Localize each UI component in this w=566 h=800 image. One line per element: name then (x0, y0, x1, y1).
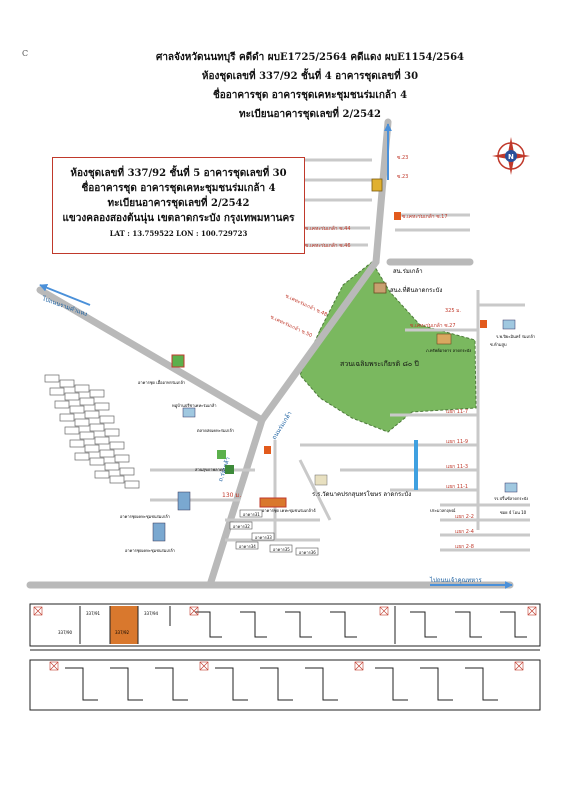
unit-target-label: 337/92 (115, 630, 130, 635)
floor-plan-stairs (33, 606, 537, 671)
svg-text:ซ.เคหะร่มเกล้า ซ.27: ซ.เคหะร่มเกล้า ซ.27 (410, 322, 456, 329)
info-line-1: ห้องชุดเลขที่ 337/92 ชั้นที่ 5 อาคารชุดเ… (70, 168, 287, 179)
canal (414, 440, 418, 490)
info-line-2: ชื่ออาคารชุด อาคารชุดเคหะชุมชนร่มเกล้า 4 (81, 183, 276, 194)
condo-tower-b (152, 522, 166, 542)
park-label: สวนเฉลิมพระเกียรติ ๘๐ ปี (340, 360, 419, 368)
svg-text:N: N (508, 153, 514, 161)
arrow-left (39, 283, 91, 306)
svg-text:ซ.เคหะร่มเกล้า ซ.17: ซ.เคหะร่มเกล้า ซ.17 (402, 213, 448, 220)
green-square-icon (171, 354, 185, 368)
svg-text:อาคาร31: อาคาร31 (243, 512, 260, 517)
svg-text:แยก 11-3: แยก 11-3 (446, 464, 468, 470)
right-label-4: รร.ปริ้นซ์ลาดกระบัง (494, 494, 528, 501)
station-label: สน.ร่มเกล้า (393, 268, 423, 275)
clinic-icon (502, 319, 516, 330)
land-office-icon (373, 282, 387, 294)
minor-roads (150, 158, 530, 552)
corner-mark: C (22, 49, 29, 58)
land-office-label: สนง.ที่ดินลาดกระบัง (390, 286, 442, 294)
svg-text:ซ.เคหะร่มเกล้า ซ.50: ซ.เคหะร่มเกล้า ซ.50 (269, 313, 313, 339)
header-line-4: ทะเบียนอาคารชุดเลขที่ 2/2542 (239, 109, 381, 120)
health-icon (217, 450, 226, 459)
svg-text:แยก 11-1: แยก 11-1 (446, 484, 468, 490)
numbered-buildings: อาคาร31 อาคาร32 อาคาร33 อาคาร34 อาคาร35 … (229, 509, 319, 556)
info-line-3: ทะเบียนอาคารชุดเลขที่ 2/2542 (107, 198, 250, 209)
info-line-4: แขวงคลองสองต้นนุ่น เขตลาดกระบัง กรุงเทพม… (62, 213, 295, 224)
label-health-park: สวนสุขภาพลาดกระบัง (195, 467, 234, 473)
right-label-6: ประมวลกฤษณ์ (430, 508, 456, 513)
tree-icon (225, 465, 234, 474)
header-line-3: ชื่ออาคารชุด อาคารชุดเคหะชุมชนร่มเกล้า 4 (212, 90, 408, 101)
park-area (299, 261, 477, 433)
svg-text:ซ.เคหะร่มเกล้า ซ.48: ซ.เคหะร่มเกล้า ซ.48 (284, 292, 328, 318)
svg-text:อาคาร35: อาคาร35 (273, 547, 290, 552)
svg-text:แยก 2-4: แยก 2-4 (455, 529, 474, 535)
info-latlon: LAT : 13.759522 LON : 100.729723 (109, 229, 248, 238)
unit-c-label: 337/90 (58, 630, 73, 635)
label-condo-b: อาคารชุดเคหะชุมชนร่มเกล้า (125, 548, 175, 554)
label-condo-eua: อาคารชุด เอื้ออาทรร่มเกล้า (138, 378, 185, 386)
right-label-3: ร.พ.ปิยะมินทร์ ร่มเกล้า (496, 334, 535, 339)
svg-text:แยก 2-2: แยก 2-2 (455, 514, 474, 520)
svg-text:อาคาร32: อาคาร32 (233, 524, 250, 529)
label-village: หมู่บ้านปรีชาเคหะร่มเกล้า (172, 403, 217, 409)
bottom-arrow-label: ไปถนนเจ้าคุณทหาร (429, 576, 482, 584)
svg-text:ซ.เคหะร่มเกล้า ซ.46: ซ.เคหะร่มเกล้า ซ.46 (305, 242, 351, 249)
seven-eleven-icon (394, 212, 401, 220)
hospital-icon (436, 333, 452, 345)
svg-text:อาคาร34: อาคาร34 (239, 544, 256, 549)
floor-plan-units (65, 606, 527, 701)
right-label-5: ซอย 4 โอน 10 (500, 510, 527, 515)
housing-blocks (44, 374, 140, 489)
target-building (259, 497, 287, 508)
header-line-1: ศาลจังหวัดนนทบุรี คดีดำ ผบE1725/2564 คดี… (155, 52, 465, 63)
unit-b-label: 337/94 (144, 611, 159, 616)
seven-eleven-icon-2 (264, 446, 271, 454)
right-label-2: ซ.ห้ามสูบ (490, 342, 507, 348)
unit-a-label: 337/91 (86, 611, 101, 616)
svg-text:แยก 2-8: แยก 2-8 (455, 544, 474, 550)
market-icon (182, 407, 196, 418)
svg-text:อาคาร33: อาคาร33 (255, 535, 272, 540)
svg-text:ซ.23: ซ.23 (397, 174, 408, 180)
svg-text:แยก 11-9: แยก 11-9 (446, 439, 468, 445)
svg-text:อาคาร36: อาคาร36 (299, 550, 316, 555)
target-label: อาคารชุด เคหะชุมชนร่มเกล้า4 (262, 508, 316, 514)
svg-text:ซ.23: ซ.23 (397, 155, 408, 161)
road-romklao-label: ถนนร่มเกล้า (271, 410, 294, 441)
label-market: ตลาดสดเคหะร่มเกล้า (197, 428, 234, 433)
temple-icon (371, 178, 383, 192)
seven-eleven-icon-3 (480, 320, 487, 328)
header-line-2: ห้องชุดเลขที่ 337/92 ชั้นที่ 4 อาคารชุดเ… (201, 71, 419, 82)
svg-text:325 ม.: 325 ม. (445, 308, 461, 314)
property-info-box: ห้องชุดเลขที่ 337/92 ชั้นที่ 5 อาคารชุดเ… (52, 157, 305, 254)
svg-text:ซ.เคหะร่มเกล้า ซ.44: ซ.เคหะร่มเกล้า ซ.44 (305, 225, 351, 232)
left-arrow-label: ไปถนนรามคำแหง (40, 294, 88, 318)
right-label-1: ภ.ทรัพย์อาคาร ลาดกระบัง (426, 348, 471, 353)
svg-text:แยก 11-7: แยก 11-7 (446, 409, 468, 415)
school-label: ร.ร.วัดนาคปรกสุนทรโฆษร ลาดกระบัง (312, 490, 411, 498)
floor-plan (29, 603, 541, 711)
school-icon (314, 474, 328, 486)
label-condo-a: อาคารชุดเคหะชุมชนร่มเกล้า (120, 514, 170, 520)
distance-label: 130 ม. (222, 492, 241, 499)
compass-icon: N (492, 137, 530, 175)
document-header: ศาลจังหวัดนนทบุรี คดีดำ ผบE1725/2564 คดี… (120, 48, 500, 124)
target-unit (110, 606, 138, 644)
school-right-icon (504, 482, 518, 493)
condo-tower-a (177, 491, 191, 511)
